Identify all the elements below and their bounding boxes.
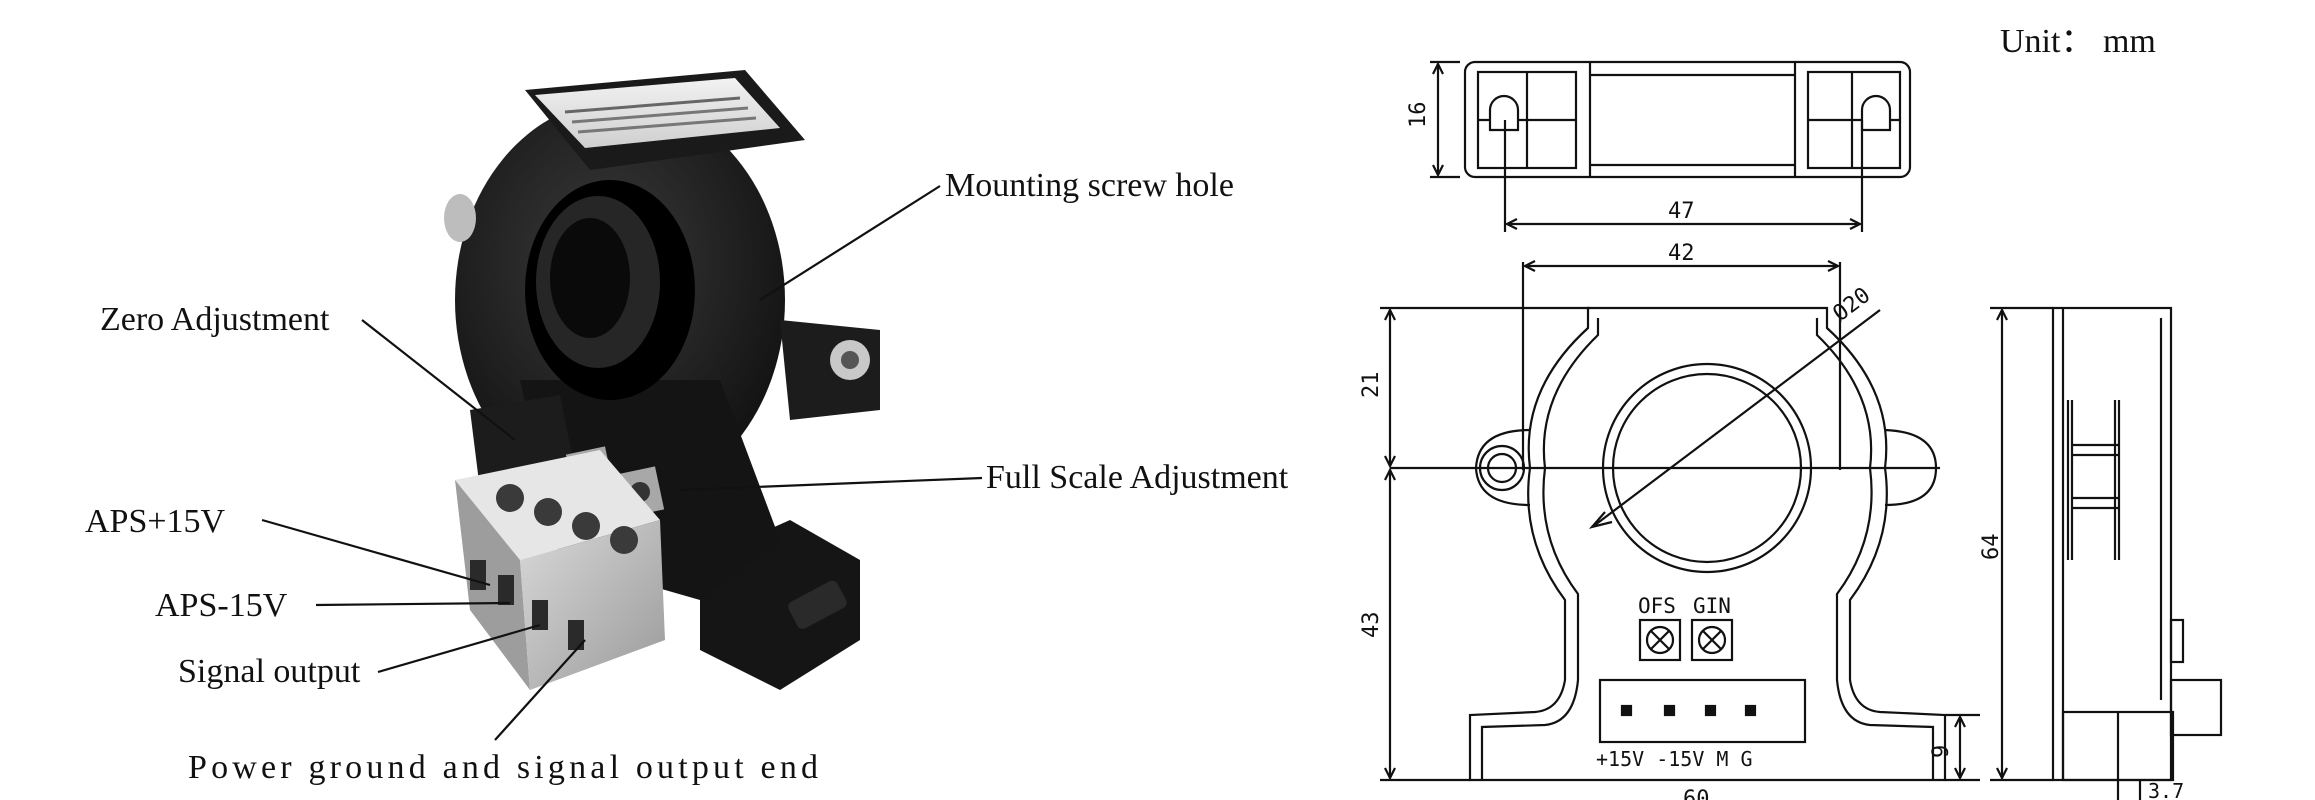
label-full-scale-adjustment: Full Scale Adjustment [986,459,1289,496]
dim-64: 64 [1979,534,2004,561]
label-aps-minus-15v: APS-15V [155,587,288,624]
top-view-drawing [1430,60,1912,232]
dim-60: 60 [1683,787,1710,800]
current-sensor-photo [444,70,880,690]
dim-21: 21 [1359,372,1384,399]
dim-3-7: 3.7 [2148,779,2184,800]
label-power-ground: Power ground and signal output end [188,749,818,786]
terminal-labels: +15V -15V M G [1596,747,1753,771]
unit-label: Unit： mm [2000,23,2156,60]
dim-42: 42 [1668,241,1695,266]
front-view-drawing [1380,260,1980,782]
side-view-drawing [1990,306,2223,800]
label-zero-adjustment: Zero Adjustment [100,301,330,338]
dim-diameter-20: Ø20 [1829,283,1876,327]
label-signal-output: Signal output [178,653,361,690]
callout-lines [261,185,983,741]
dim-43: 43 [1359,612,1384,639]
pot-label-gin: GIN [1693,594,1731,618]
dim-9: 9 [1929,745,1954,758]
pot-label-ofs: OFS [1638,594,1676,618]
label-mounting-screw-hole: Mounting screw hole [945,167,1234,204]
dim-47: 47 [1668,199,1695,224]
label-aps-plus-15v: APS+15V [85,503,226,540]
dim-16: 16 [1406,102,1431,129]
